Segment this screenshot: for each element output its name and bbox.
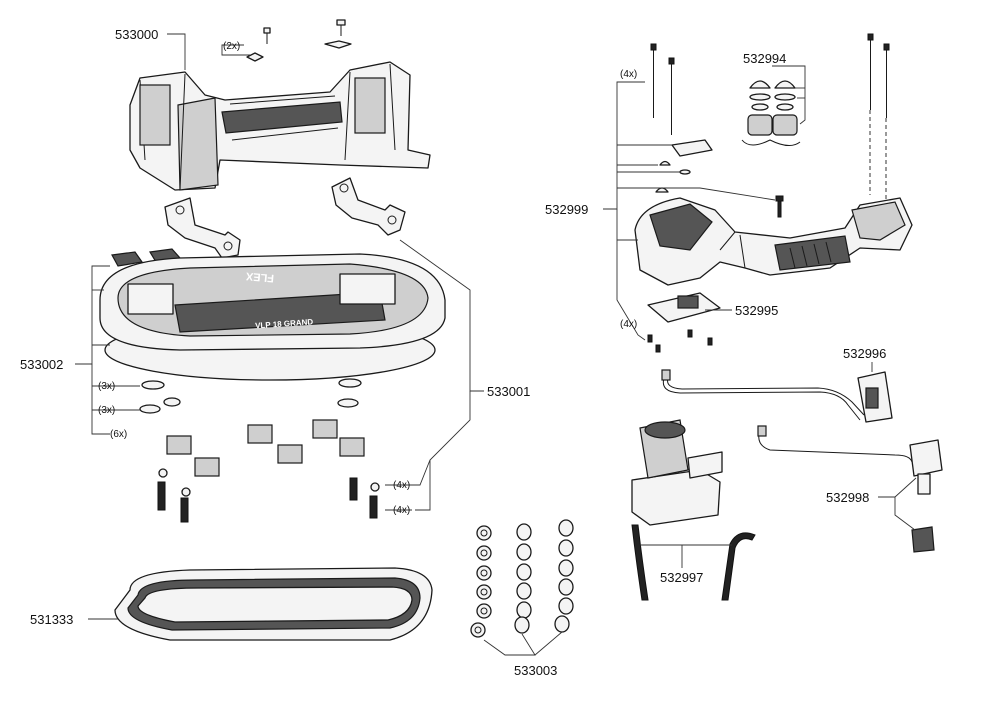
label-533003: 533003 bbox=[514, 663, 557, 678]
feet-and-washers bbox=[139, 378, 380, 497]
quantity-labels: (2x) (3x) (3x) (6x) (4x) (4x) (4x) (4x) bbox=[98, 41, 637, 516]
top-screw-small bbox=[246, 19, 352, 62]
part-number-labels: 533000 533002 533001 531333 533003 53299… bbox=[20, 27, 886, 678]
qty-6x: (6x) bbox=[110, 429, 127, 440]
long-screws bbox=[650, 33, 890, 205]
qty-4x-board-screws: (4x) bbox=[620, 319, 637, 330]
leader-lines bbox=[75, 33, 917, 656]
switch-caps bbox=[741, 80, 801, 146]
label-532996: 532996 bbox=[843, 346, 886, 361]
base-assembly: FLEX VLP 18 GRAND bbox=[99, 253, 446, 381]
label-532999: 532999 bbox=[545, 202, 588, 217]
base-model-text: VLP 18 GRAND bbox=[255, 317, 314, 330]
holder-assembly bbox=[129, 19, 431, 191]
label-532995: 532995 bbox=[735, 303, 778, 318]
tool-housing bbox=[634, 197, 913, 286]
qty-2x: (2x) bbox=[223, 41, 240, 52]
qty-3x-feet: (3x) bbox=[98, 381, 115, 392]
mounting-brackets bbox=[164, 177, 406, 259]
base-logo-text: FLEX bbox=[245, 270, 275, 284]
pump-unit bbox=[631, 419, 756, 601]
qty-4x-screws-b: (4x) bbox=[393, 505, 410, 516]
drive-belt bbox=[114, 567, 433, 641]
label-533002: 533002 bbox=[20, 357, 63, 372]
label-533001: 533001 bbox=[487, 384, 530, 399]
qty-3x-washers: (3x) bbox=[98, 405, 115, 416]
control-board bbox=[647, 292, 721, 353]
label-532994: 532994 bbox=[743, 51, 786, 66]
solenoid-valve bbox=[757, 425, 943, 553]
label-532998: 532998 bbox=[826, 490, 869, 505]
qty-4x-screws-a: (4x) bbox=[393, 480, 410, 491]
base-screws bbox=[157, 477, 378, 523]
label-533000: 533000 bbox=[115, 27, 158, 42]
seal-sets bbox=[470, 519, 574, 638]
label-532997: 532997 bbox=[660, 570, 703, 585]
sensor-with-cable bbox=[661, 369, 893, 423]
label-531333: 531333 bbox=[30, 612, 73, 627]
qty-4x-long-screws: (4x) bbox=[620, 69, 637, 80]
